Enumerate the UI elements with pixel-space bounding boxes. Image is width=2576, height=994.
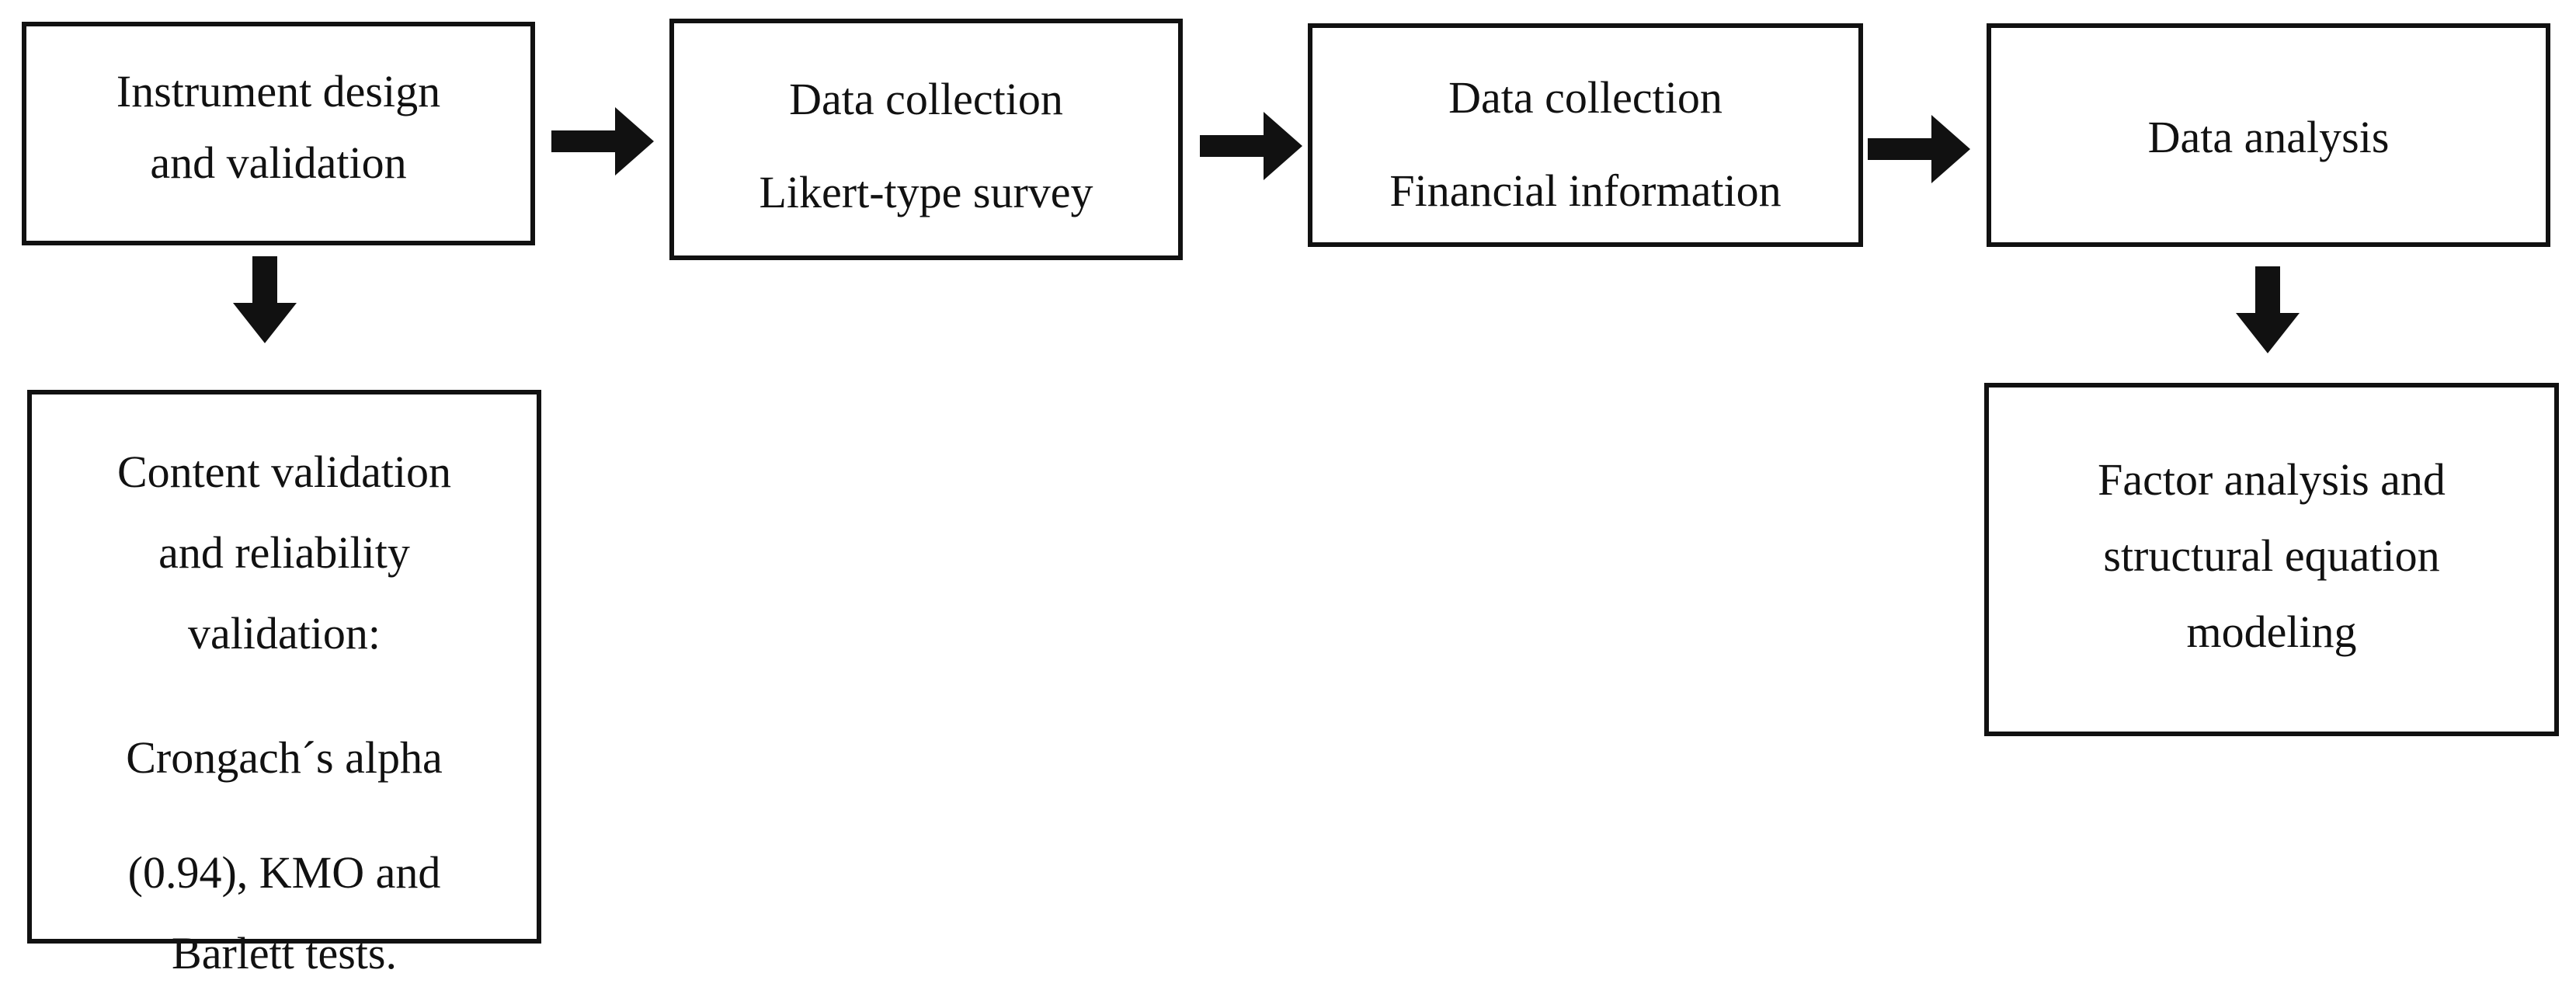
node-data-collection-survey-line-2: Likert-type survey (759, 167, 1093, 217)
node-data-collection-financial-line-1: Data collection (1448, 72, 1723, 123)
arrow-right-icon (1200, 112, 1302, 180)
node-data-analysis-line-1: Data analysis (2147, 112, 2390, 162)
arrow-down-icon (233, 256, 297, 343)
node-data-collection-survey: Data collection Likert-type survey (669, 19, 1183, 260)
node-data-collection-financial-line-2: Financial information (1389, 165, 1782, 216)
node-content-validation-line-6: Barlett tests. (172, 928, 397, 978)
arrow-right-icon (1868, 115, 1970, 183)
node-content-validation-line-1: Content validation (116, 447, 452, 497)
node-content-validation-line-2: and reliability (158, 527, 410, 578)
node-content-validation-line-3: validation: (187, 608, 381, 659)
node-instrument-design: Instrument design and validation (22, 22, 535, 245)
node-instrument-design-line-2: and validation (150, 137, 407, 188)
node-content-validation-line-5: (0.94), KMO and (127, 847, 441, 898)
arrow-down-icon (2236, 266, 2300, 353)
node-factor-analysis-line-2: structural equation (2103, 530, 2440, 581)
node-data-collection-survey-line-1: Data collection (789, 74, 1063, 124)
node-data-collection-financial: Data collection Financial information (1308, 23, 1863, 247)
node-content-validation: Content validation and reliability valid… (27, 390, 541, 978)
node-content-validation-line-4: Crongach´s alpha (126, 732, 443, 783)
node-instrument-design-line-1: Instrument design (116, 66, 441, 116)
node-factor-analysis: Factor analysis and structural equation … (1984, 383, 2559, 736)
node-factor-analysis-line-3: modeling (2186, 606, 2357, 657)
node-factor-analysis-line-1: Factor analysis and (2098, 454, 2446, 505)
node-data-analysis: Data analysis (1987, 23, 2550, 247)
arrow-right-icon (551, 107, 654, 176)
